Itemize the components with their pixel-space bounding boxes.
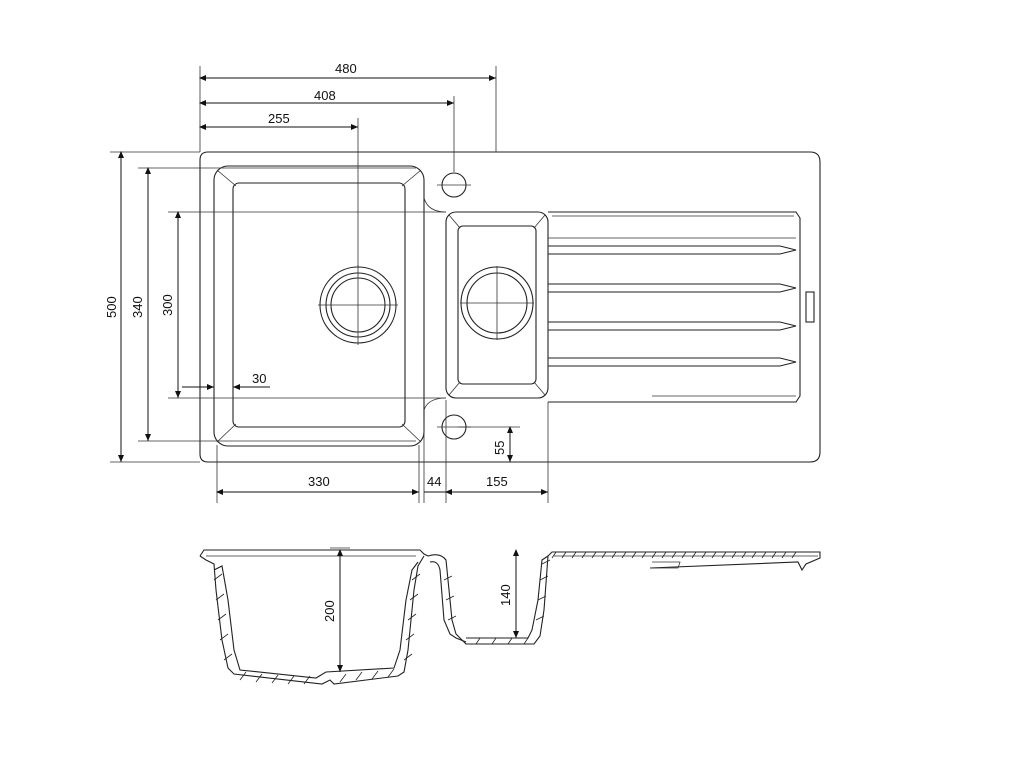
dim-500: 500: [104, 296, 119, 318]
small-bowl-inner: [457, 225, 537, 385]
dim-200: 200: [322, 600, 337, 622]
small-bowl-outer: [445, 211, 549, 399]
dim-255: 255: [268, 111, 290, 126]
main-bowl-inner: [232, 182, 406, 428]
small-drain: [460, 266, 534, 340]
dim-30: 30: [252, 371, 266, 386]
section-view: 200 140: [199, 547, 821, 685]
dim-330: 330: [308, 474, 330, 489]
dim-300: 300: [160, 294, 175, 316]
drainer-board: [548, 211, 815, 403]
dim-155: 155: [486, 474, 508, 489]
top-view: 480 408 255 500 340 300 30 55 330: [104, 61, 821, 503]
dim-408: 408: [314, 88, 336, 103]
dim-55: 55: [492, 441, 507, 455]
main-bowl-outer: [213, 165, 425, 447]
dim-44: 44: [427, 474, 441, 489]
dim-140: 140: [498, 584, 513, 606]
dim-340: 340: [130, 296, 145, 318]
main-drain: [318, 265, 398, 345]
dim-480: 480: [335, 61, 357, 76]
tap-hole: [437, 172, 471, 198]
sink-outline: [199, 151, 821, 463]
